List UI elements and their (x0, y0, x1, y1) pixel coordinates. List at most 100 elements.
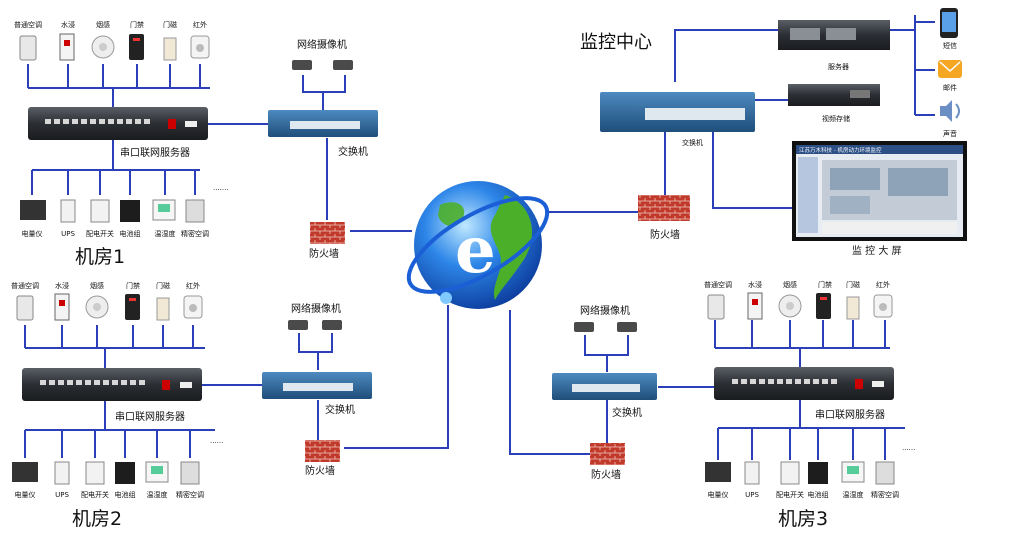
device-label-switchgear: 配电开关 (776, 490, 804, 499)
room2-device-labels: 电量仪 UPS 配电开关 电池组 温湿度 精密空调 (15, 490, 205, 499)
room1-device-icons: ....... (20, 184, 229, 223)
water-sensor-icon (59, 33, 75, 61)
access-control-icon (816, 293, 831, 319)
room3-sensor-icons (707, 292, 893, 320)
sensor-label-smoke: 烟感 (783, 280, 797, 289)
video-storage-icon (788, 84, 880, 106)
device-label-pac: 精密空调 (176, 490, 204, 499)
room2-firewall-to-globe (344, 305, 449, 449)
room1-sensor-icons (19, 33, 210, 61)
room3-camera-link (584, 335, 629, 372)
center-firewall-icon (638, 195, 690, 221)
camera-icon (617, 322, 637, 332)
serial-ports (45, 119, 150, 124)
device-label-meter: 电量仪 (22, 229, 43, 238)
sensor-label-ac: 普通空调 (14, 20, 42, 29)
center-switch-to-screen (712, 130, 792, 209)
room2-serial-label: 串口联网服务器 (115, 410, 185, 423)
email-icon (938, 60, 962, 78)
sensor-label-ac: 普通空调 (11, 281, 39, 290)
sensor-label-water: 水浸 (55, 281, 69, 290)
door-sensor-icon (156, 297, 170, 321)
sensor-label-access: 门禁 (130, 20, 144, 29)
camera-icon (574, 322, 594, 332)
sensor-label-ir: 红外 (876, 280, 890, 289)
room1-sensor-bus (27, 64, 210, 108)
room1-cameras (292, 60, 353, 70)
sensor-label-door: 门磁 (156, 281, 170, 290)
device-label-switchgear: 配电开关 (86, 229, 114, 238)
more-dots: ....... (213, 184, 229, 192)
serial-ports (40, 380, 145, 385)
ups-icon (60, 199, 76, 223)
connection-lines (24, 15, 935, 460)
room2-camera-link (298, 333, 333, 370)
room1-camera-link (302, 75, 346, 110)
center-title: 监控中心 (580, 32, 652, 53)
room3-firewall-to-globe (509, 310, 590, 455)
room1-title: 机房1 (75, 246, 125, 268)
device-label-battery: 电池组 (120, 229, 141, 238)
door-sensor-icon (163, 37, 177, 61)
device-label-pac: 精密空调 (181, 229, 209, 238)
device-label-ups: UPS (745, 491, 759, 499)
sensor-label-ac: 普通空调 (704, 280, 732, 289)
svg-text:e: e (455, 213, 496, 288)
battery-icon (808, 462, 828, 484)
room2-sensor-icons (16, 293, 203, 321)
room3-cameras (574, 322, 637, 332)
device-label-th: 温湿度 (147, 490, 168, 499)
room3-sensor-labels: 普通空调 水浸 烟感 门禁 门磁 红外 (704, 280, 890, 289)
room1-serial-server (28, 107, 208, 140)
sensor-label-water: 水浸 (61, 20, 75, 29)
room2-title: 机房2 (72, 508, 122, 530)
server-label: 服务器 (828, 62, 849, 71)
monitoring-center: 监控中心 服务器 视频存储 交换机 防火墙 江苏万木科技 - 机房动力环境监控 (580, 8, 967, 257)
sensor-label-access: 门禁 (818, 280, 832, 289)
room2-cameras (288, 320, 342, 330)
room1-sensor-labels: 普通空调 水浸 烟感 门禁 门磁 红外 (14, 20, 207, 29)
room1: 普通空调 水浸 烟感 门禁 门磁 红外 串口联网服务器 (14, 20, 378, 268)
ac-sensor-icon (16, 295, 34, 321)
water-sensor-icon (54, 293, 70, 321)
serial-ports (732, 379, 837, 384)
center-output-bus (890, 15, 935, 116)
sensor-label-smoke: 烟感 (90, 281, 104, 290)
room3-firewall-icon (590, 443, 625, 465)
sensor-label-door: 门磁 (163, 20, 177, 29)
switchgear-icon (85, 461, 105, 485)
device-label-meter: 电量仪 (15, 490, 36, 499)
device-label-meter: 电量仪 (708, 490, 729, 499)
room2-sensor-labels: 普通空调 水浸 烟感 门禁 门磁 红外 (11, 281, 200, 290)
room3-serial-label: 串口联网服务器 (815, 408, 885, 421)
precision-ac-icon (185, 199, 205, 223)
switchgear-icon (90, 199, 110, 223)
center-switch-label: 交换机 (682, 138, 703, 147)
device-label-battery: 电池组 (808, 490, 829, 499)
room2-device-icons: ...... (12, 437, 223, 485)
room1-firewall-label: 防火墙 (309, 247, 339, 260)
room2-switch-label: 交换机 (325, 403, 355, 416)
door-sensor-icon (846, 296, 860, 320)
camera-icon (333, 60, 353, 70)
internet-globe-icon: e (406, 181, 550, 309)
sensor-label-ir: 红外 (186, 281, 200, 290)
room3-device-icons: ...... (705, 444, 915, 485)
room2: 普通空调 水浸 烟感 门禁 门磁 红外 串口联网服务器 (11, 281, 372, 530)
room1-firewall-icon (310, 222, 345, 244)
room3-title: 机房3 (778, 508, 828, 530)
output-label-email: 邮件 (943, 83, 957, 92)
ups-icon (744, 461, 760, 485)
alert-outputs: 短信 邮件 声音 (938, 8, 962, 138)
room3-device-bus (717, 400, 905, 460)
precision-ac-icon (180, 461, 200, 485)
ac-sensor-icon (19, 35, 37, 61)
sensor-label-access: 门禁 (126, 281, 140, 290)
server-icon (778, 20, 890, 50)
storage-label: 视频存储 (822, 114, 850, 123)
device-label-switchgear: 配电开关 (81, 490, 109, 499)
room3: 普通空调 水浸 烟感 门禁 门磁 红外 串口联网服务器 (552, 280, 915, 530)
room3-sensor-bus (714, 320, 890, 367)
room3-camera-label: 网络摄像机 (580, 304, 630, 317)
